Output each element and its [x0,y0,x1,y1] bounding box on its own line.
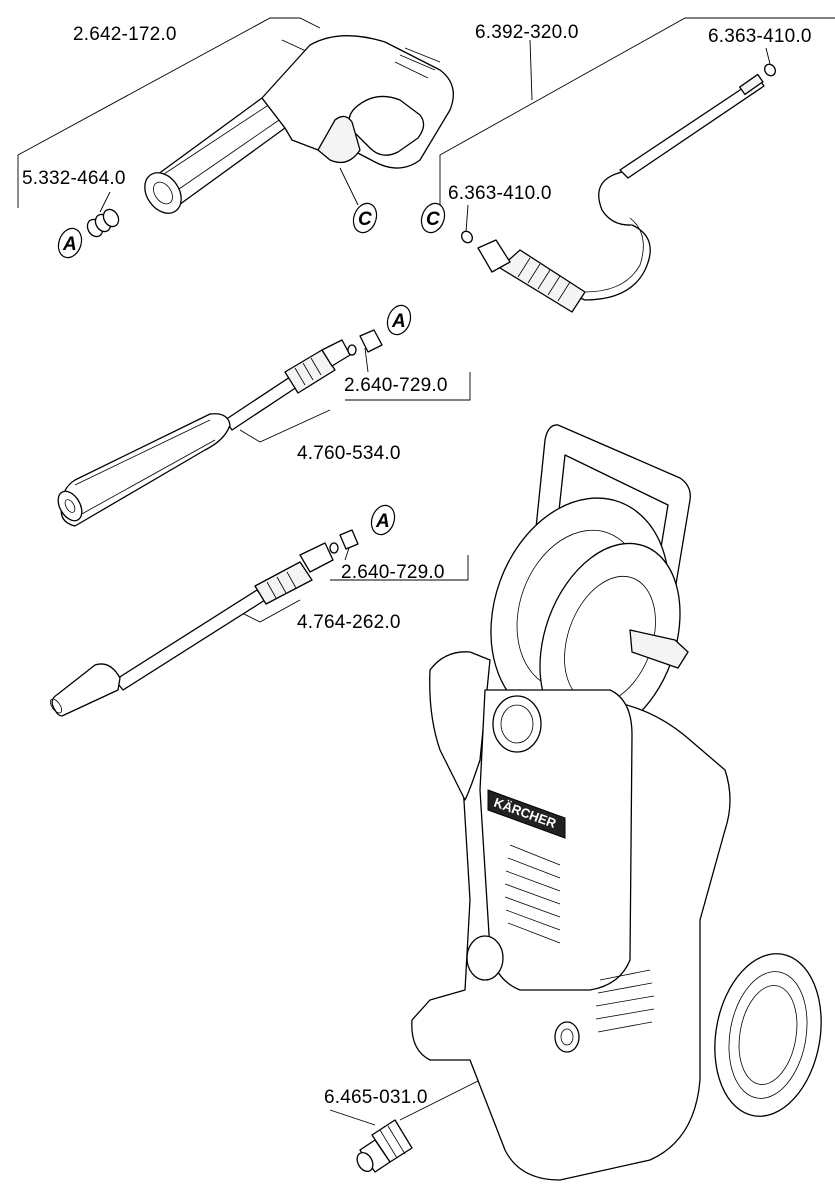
part-label-hose: 6.392-320.0 [475,22,579,43]
part-label-oring-hose-end: 6.363-410.0 [448,183,552,204]
ref-marker-a-blaster: A [370,504,396,536]
ref-marker-a-blaster-text: A [375,511,390,532]
hose-illustration [461,63,776,313]
ref-marker-c-hose: C [420,202,446,234]
part-label-inlet-coupling: 6.465-031.0 [324,1087,428,1108]
part-label-nozzle-seal-1: 2.640-729.0 [344,375,448,396]
pressure-washer-illustration: KÄRCHER [411,424,822,1181]
seal-spring [86,208,120,238]
part-label-nozzle-seal-2: 2.640-729.0 [341,562,445,583]
ref-marker-a-gun-text: A [62,234,77,255]
ref-marker-a-lance-text: A [391,311,406,332]
part-label-vario-lance: 4.760-534.0 [297,443,401,464]
leader-lines [17,17,835,1126]
lower-vents [595,969,655,1033]
vent-grille [504,844,561,944]
ref-marker-c-gun-text: C [358,209,372,230]
vario-lance-illustration [57,329,383,527]
part-label-oring-top: 6.363-410.0 [708,26,812,47]
dirt-blaster-illustration [49,529,359,717]
ref-marker-a-lance: A [386,304,412,336]
trigger-gun-illustration [86,35,454,238]
inlet-coupling-illustration [356,1119,413,1173]
ref-marker-c-hose-text: C [426,209,440,230]
part-label-gun: 2.642-172.0 [73,24,177,45]
hose-fitting-ribs [517,257,571,302]
part-label-gun-seal: 5.332-464.0 [22,168,126,189]
ref-marker-a-gun: A [57,227,83,259]
ref-marker-c-gun: C [352,202,378,234]
part-label-dirt-blaster: 4.764-262.0 [297,612,401,633]
